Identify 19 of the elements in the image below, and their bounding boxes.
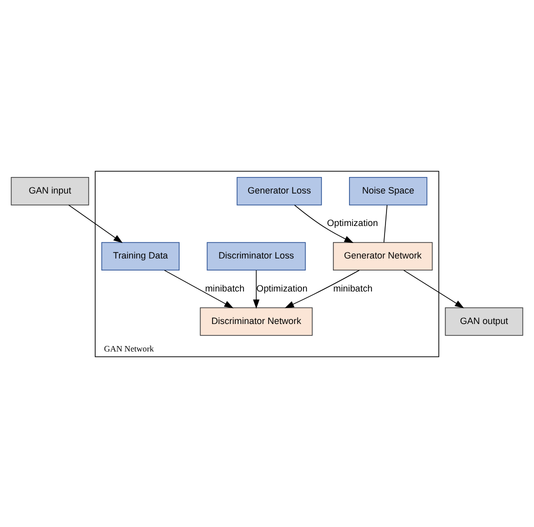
node-box: Training Data <box>101 242 180 270</box>
arrow <box>294 204 354 242</box>
arrow <box>253 269 260 308</box>
arrow <box>68 204 123 243</box>
node-box: GAN input <box>10 176 90 205</box>
edge-label: Optimization <box>326 218 378 228</box>
node-box: Discriminator Loss <box>206 242 306 270</box>
arrow <box>284 269 360 308</box>
node-box: GAN output <box>444 306 524 336</box>
node-box: Discriminator Network <box>200 306 313 336</box>
node-box: Generator Loss <box>236 176 322 205</box>
node-box: Noise Space <box>349 176 428 205</box>
arrow <box>403 269 464 308</box>
connector <box>384 204 388 242</box>
edge-label: minibatch <box>205 282 244 293</box>
node-box: Generator Network <box>332 242 433 270</box>
edge-label: minibatch <box>333 282 373 293</box>
edge-label: Optimization <box>256 282 308 293</box>
arrow <box>164 269 234 308</box>
